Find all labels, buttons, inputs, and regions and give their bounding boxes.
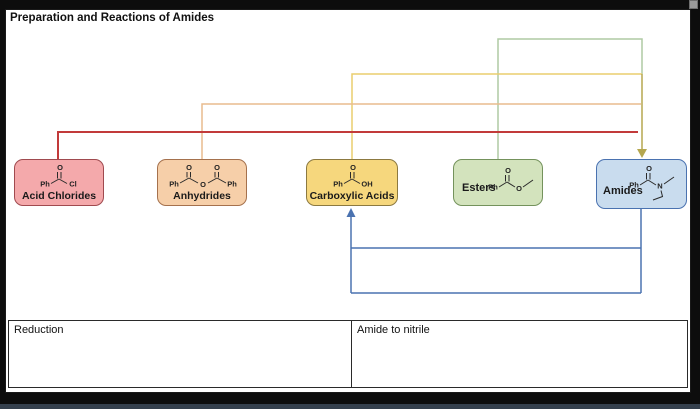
panel-reduction-label: Reduction (14, 324, 64, 336)
carboxylic-acid-structure: O Ph OH (333, 163, 372, 189)
box-amides: Amides O Ph N (596, 159, 687, 209)
box-label-anhydrides: Anhydrides (173, 190, 231, 202)
box-esters: Esters O Ph O (453, 159, 543, 206)
svg-text:Ph: Ph (169, 180, 179, 189)
box-label-amides: Amides (603, 185, 643, 197)
svg-text:O: O (516, 184, 522, 193)
amide-structure: O Ph N (629, 164, 675, 201)
box-anhydrides: O O Ph O Ph Anhydrides (157, 159, 247, 206)
box-label-acid-chlorides: Acid Chlorides (21, 190, 97, 202)
scrollbar-thumb[interactable] (689, 0, 698, 9)
panel-amide-to-nitrile-label: Amide to nitrile (357, 324, 430, 336)
box-label-carboxylic-acids: Carboxylic Acids (309, 190, 395, 202)
panel-amide-to-nitrile: Amide to nitrile (351, 320, 688, 388)
svg-text:Ph: Ph (333, 180, 343, 189)
taskbar-strip (0, 404, 700, 409)
svg-text:OH: OH (361, 180, 372, 189)
svg-text:O: O (214, 163, 220, 172)
svg-text:O: O (186, 163, 192, 172)
svg-text:Ph: Ph (629, 181, 639, 190)
svg-text:Cl: Cl (69, 180, 77, 189)
box-carboxylic-acids: O Ph OH Carboxylic Acids (306, 159, 398, 206)
box-label-esters: Esters (462, 182, 496, 194)
acid-chloride-structure: O Ph Cl (40, 163, 77, 189)
page-title: Preparation and Reactions of Amides (10, 12, 215, 24)
svg-text:O: O (350, 163, 356, 172)
ester-structure: O Ph O (488, 166, 534, 193)
svg-text:O: O (57, 163, 63, 172)
svg-text:O: O (505, 166, 511, 175)
box-acid-chlorides: O Ph Cl Acid Chlorides (14, 159, 104, 206)
svg-text:Ph: Ph (40, 180, 50, 189)
svg-text:Ph: Ph (227, 180, 237, 189)
svg-text:N: N (657, 182, 662, 191)
anhydride-structure: O O Ph O Ph (169, 163, 237, 189)
svg-text:O: O (646, 164, 652, 173)
svg-text:Ph: Ph (488, 183, 498, 192)
svg-text:O: O (200, 180, 206, 189)
panel-reduction: Reduction (8, 320, 352, 388)
